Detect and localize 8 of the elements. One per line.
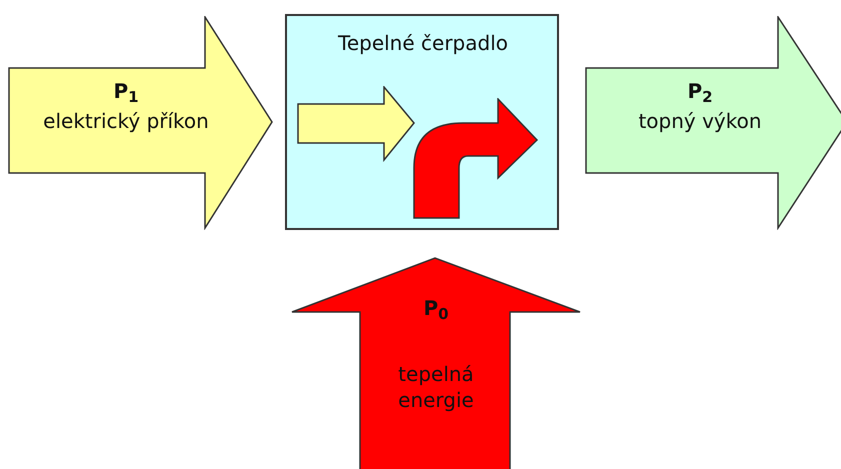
- node-label: topný výkon: [637, 108, 763, 134]
- node-label: elektrický příkon: [42, 108, 210, 134]
- process-box: [285, 14, 559, 230]
- power-symbol: P$_{2}$: [686, 78, 714, 104]
- node-label: Tepelné čerpadlo: [337, 30, 509, 56]
- power-symbol: P$_{1}$: [112, 78, 140, 104]
- node-label: tepelná energie: [397, 361, 475, 413]
- power-symbol: P$_{0}$: [422, 295, 450, 321]
